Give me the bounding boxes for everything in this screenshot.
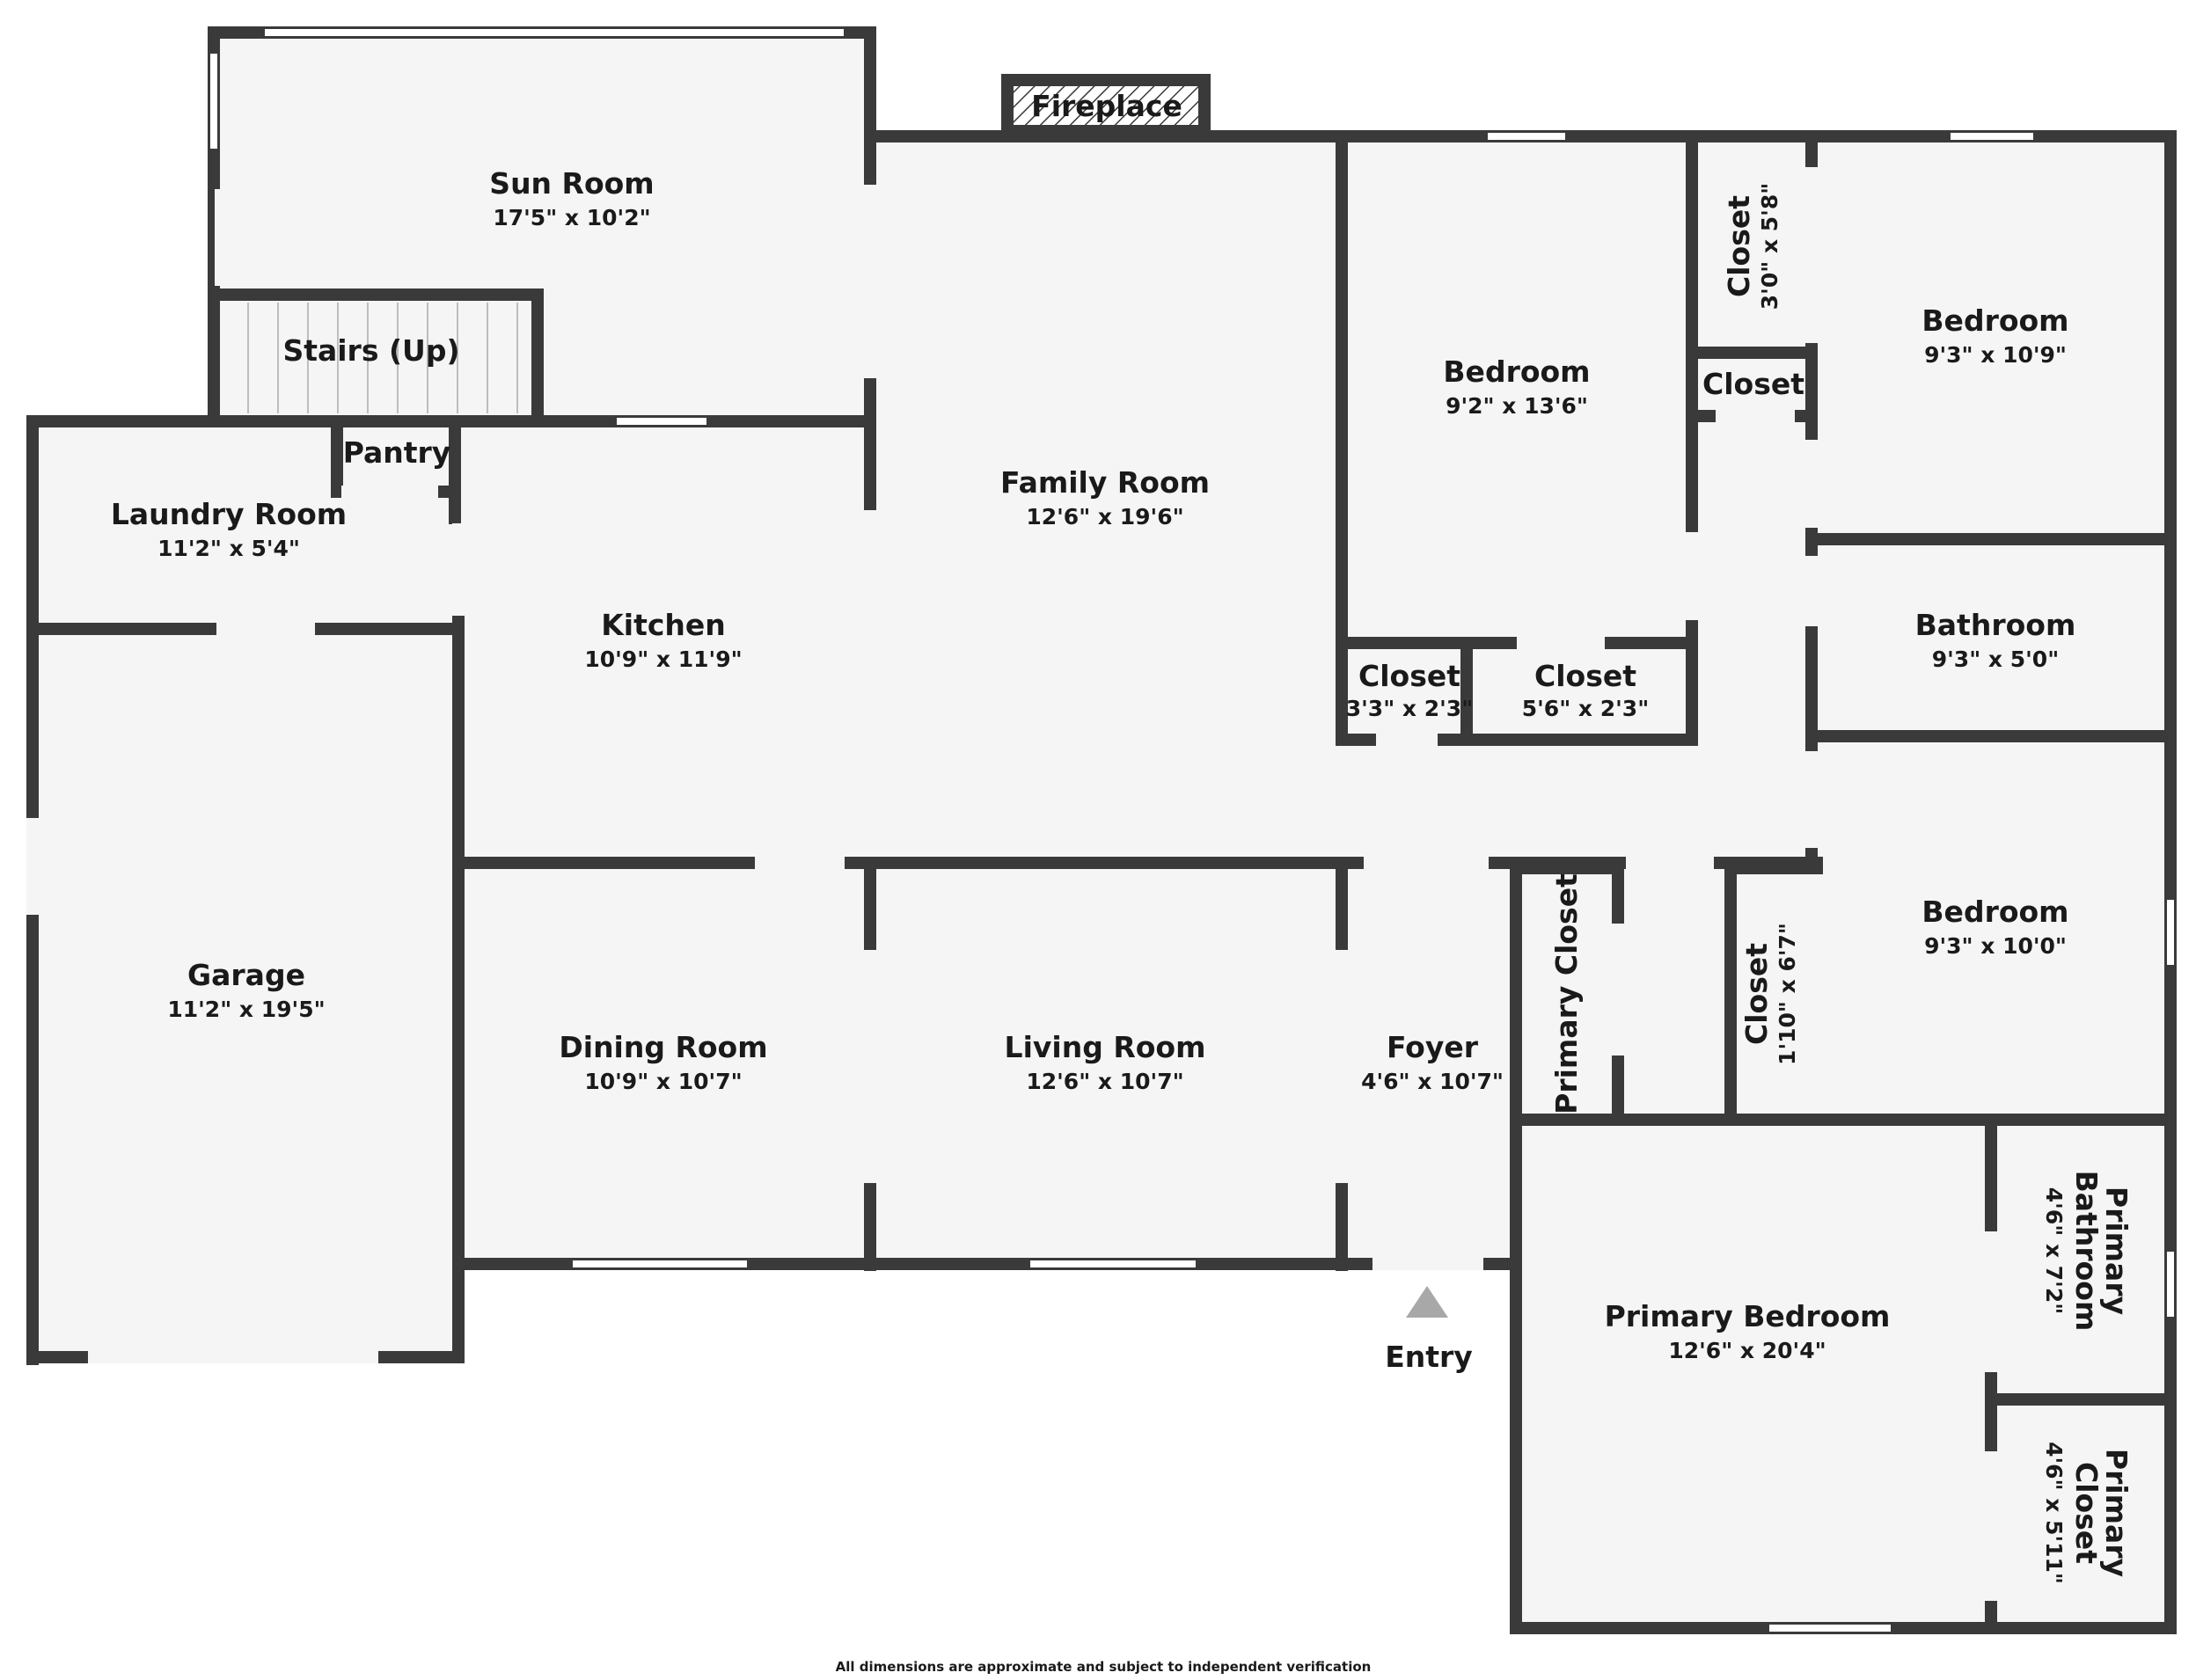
- floors: [33, 32, 2171, 1627]
- bedroom-2-name: Bedroom: [1922, 303, 2068, 338]
- closet-v1-name: Closet: [1722, 195, 1756, 297]
- primary-bathroom-name-2: Bathroom: [2069, 1171, 2104, 1332]
- closet-v2-dim: 1'10" x 6'7": [1775, 923, 1800, 1065]
- primary-bathroom-dim: 4'6" x 7'2": [2041, 1187, 2067, 1314]
- pantry-name: Pantry: [343, 435, 451, 470]
- bedroom-1-name: Bedroom: [1443, 354, 1590, 389]
- sun-room-name: Sun Room: [489, 166, 654, 201]
- closet-a-dim: 3'3" x 2'3": [1346, 696, 1473, 721]
- stairs-treads: [247, 303, 518, 413]
- family-room-name: Family Room: [1000, 465, 1210, 500]
- closet-a-name: Closet: [1358, 659, 1460, 693]
- fireplace-hatch: [1014, 86, 1198, 125]
- laundry-room-dim: 11'2" x 5'4": [157, 536, 300, 561]
- windows: [209, 27, 2176, 1633]
- sun-room-dim: 17'5" x 10'2": [493, 205, 650, 230]
- living-room-dim: 12'6" x 10'7": [1026, 1069, 1183, 1094]
- stairs-name: Stairs (Up): [282, 333, 459, 368]
- fireplace-name: Fireplace: [1031, 89, 1182, 123]
- bedroom-1-dim: 9'2" x 13'6": [1446, 393, 1588, 419]
- closet-small-name: Closet: [1702, 367, 1804, 401]
- foyer-dim: 4'6" x 10'7": [1361, 1069, 1504, 1094]
- kitchen-dim: 10'9" x 11'9": [584, 646, 742, 672]
- primary-bedroom-dim: 12'6" x 20'4": [1668, 1338, 1826, 1363]
- room-labels: Sun Room 17'5" x 10'2" Stairs (Up) Firep…: [111, 89, 2134, 1675]
- family-room-dim: 12'6" x 19'6": [1026, 504, 1183, 530]
- bedroom-3-name: Bedroom: [1922, 895, 2068, 929]
- closet-v1-dim: 3'0" x 5'8": [1757, 183, 1782, 310]
- bedroom-3-dim: 9'3" x 10'0": [1924, 933, 2067, 959]
- primary-bedroom-name: Primary Bedroom: [1605, 1299, 1891, 1333]
- primary-bathroom-name-1: Primary: [2099, 1187, 2134, 1315]
- foyer-name: Foyer: [1387, 1030, 1479, 1064]
- primary-closet-2-name-1: Primary: [2099, 1449, 2134, 1577]
- doorways: [26, 167, 1997, 1601]
- primary-closet-v-name: Primary Closet: [1549, 873, 1584, 1114]
- entry-label: Entry: [1385, 1340, 1473, 1374]
- bedroom-2-dim: 9'3" x 10'9": [1924, 342, 2067, 368]
- garage-dim: 11'2" x 19'5": [167, 997, 325, 1022]
- dining-room-name: Dining Room: [559, 1030, 767, 1064]
- garage-name: Garage: [187, 958, 305, 992]
- primary-closet-2-name-2: Closet: [2069, 1462, 2104, 1564]
- dining-room-dim: 10'9" x 10'7": [584, 1069, 742, 1094]
- primary-closet-2-dim: 4'6" x 5'11": [2041, 1442, 2067, 1584]
- living-room-name: Living Room: [1005, 1030, 1206, 1064]
- bathroom-dim: 9'3" x 5'0": [1932, 646, 2059, 672]
- closet-v2-name: Closet: [1739, 943, 1774, 1045]
- laundry-room-name: Laundry Room: [111, 497, 347, 531]
- kitchen-name: Kitchen: [601, 608, 726, 642]
- closet-b-dim: 5'6" x 2'3": [1522, 696, 1649, 721]
- footnote: All dimensions are approximate and subje…: [836, 1659, 1372, 1675]
- entry-arrow-icon: [1406, 1286, 1448, 1318]
- bathroom-name: Bathroom: [1915, 608, 2076, 642]
- closet-b-name: Closet: [1534, 659, 1636, 693]
